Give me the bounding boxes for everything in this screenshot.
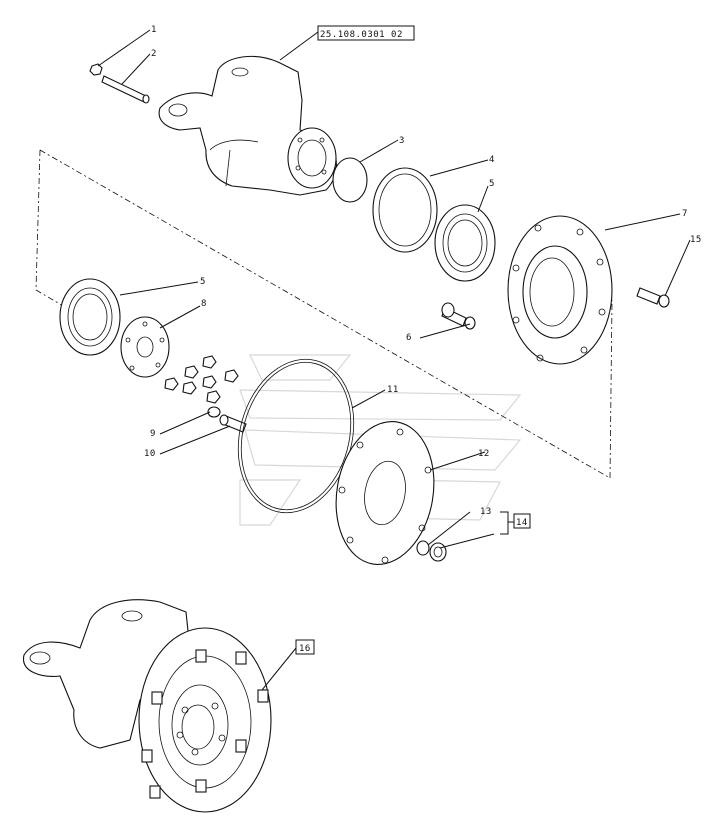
callout-8-label: 8 <box>201 299 207 309</box>
washer-plate-part-8 <box>120 316 170 378</box>
callout-16-label: 16 <box>299 644 311 654</box>
nut-group <box>164 355 239 404</box>
leader-lines <box>97 29 691 691</box>
seal-part-13 <box>416 540 430 556</box>
callout-5-lower-label: 5 <box>200 277 206 287</box>
wheel-hub-part-7 <box>507 215 613 365</box>
callout-5-upper-label: 5 <box>489 179 495 189</box>
callout-9-label: 9 <box>150 429 156 439</box>
cap-part-3 <box>332 157 368 203</box>
callout-16-box <box>295 639 315 655</box>
reference-code-label: 25.108.0301 02 <box>320 30 403 40</box>
callout-1-label: 1 <box>151 25 157 35</box>
plug-part-13 <box>429 542 447 562</box>
stud-part-6 <box>441 302 476 330</box>
bearing-part-5-upper <box>434 204 496 282</box>
pin-part-2 <box>101 75 150 104</box>
callout-7-label: 7 <box>682 209 688 219</box>
callout-6-label: 6 <box>406 333 412 343</box>
bearing-part-5-lower <box>59 278 121 356</box>
nut-part-1 <box>89 63 103 76</box>
steering-knuckle-top <box>158 55 337 196</box>
callout-10-label: 10 <box>144 449 156 459</box>
seal-ring-part-4 <box>372 167 438 253</box>
hub-wheel-studs <box>141 649 269 799</box>
callout-14-label: 14 <box>516 518 528 528</box>
callout-3-label: 3 <box>399 136 405 146</box>
callout-2-label: 2 <box>151 49 157 59</box>
callout-15-label: 15 <box>690 235 702 245</box>
callout-12-label: 12 <box>478 449 490 459</box>
callout-13-label: 13 <box>480 507 492 517</box>
bolt-part-15 <box>636 287 670 308</box>
callout-11-label: 11 <box>387 385 399 395</box>
bolt-part-10 <box>219 414 247 433</box>
o-ring-part-11-inner <box>240 361 352 511</box>
washer-part-9 <box>207 406 221 418</box>
assembled-hub-bottom <box>23 599 272 813</box>
callout-14-box <box>513 513 531 529</box>
flange-cover-part-12 <box>335 421 435 565</box>
reference-code-box <box>317 25 415 41</box>
callout-4-label: 4 <box>489 155 495 165</box>
watermark-logo <box>239 354 522 526</box>
